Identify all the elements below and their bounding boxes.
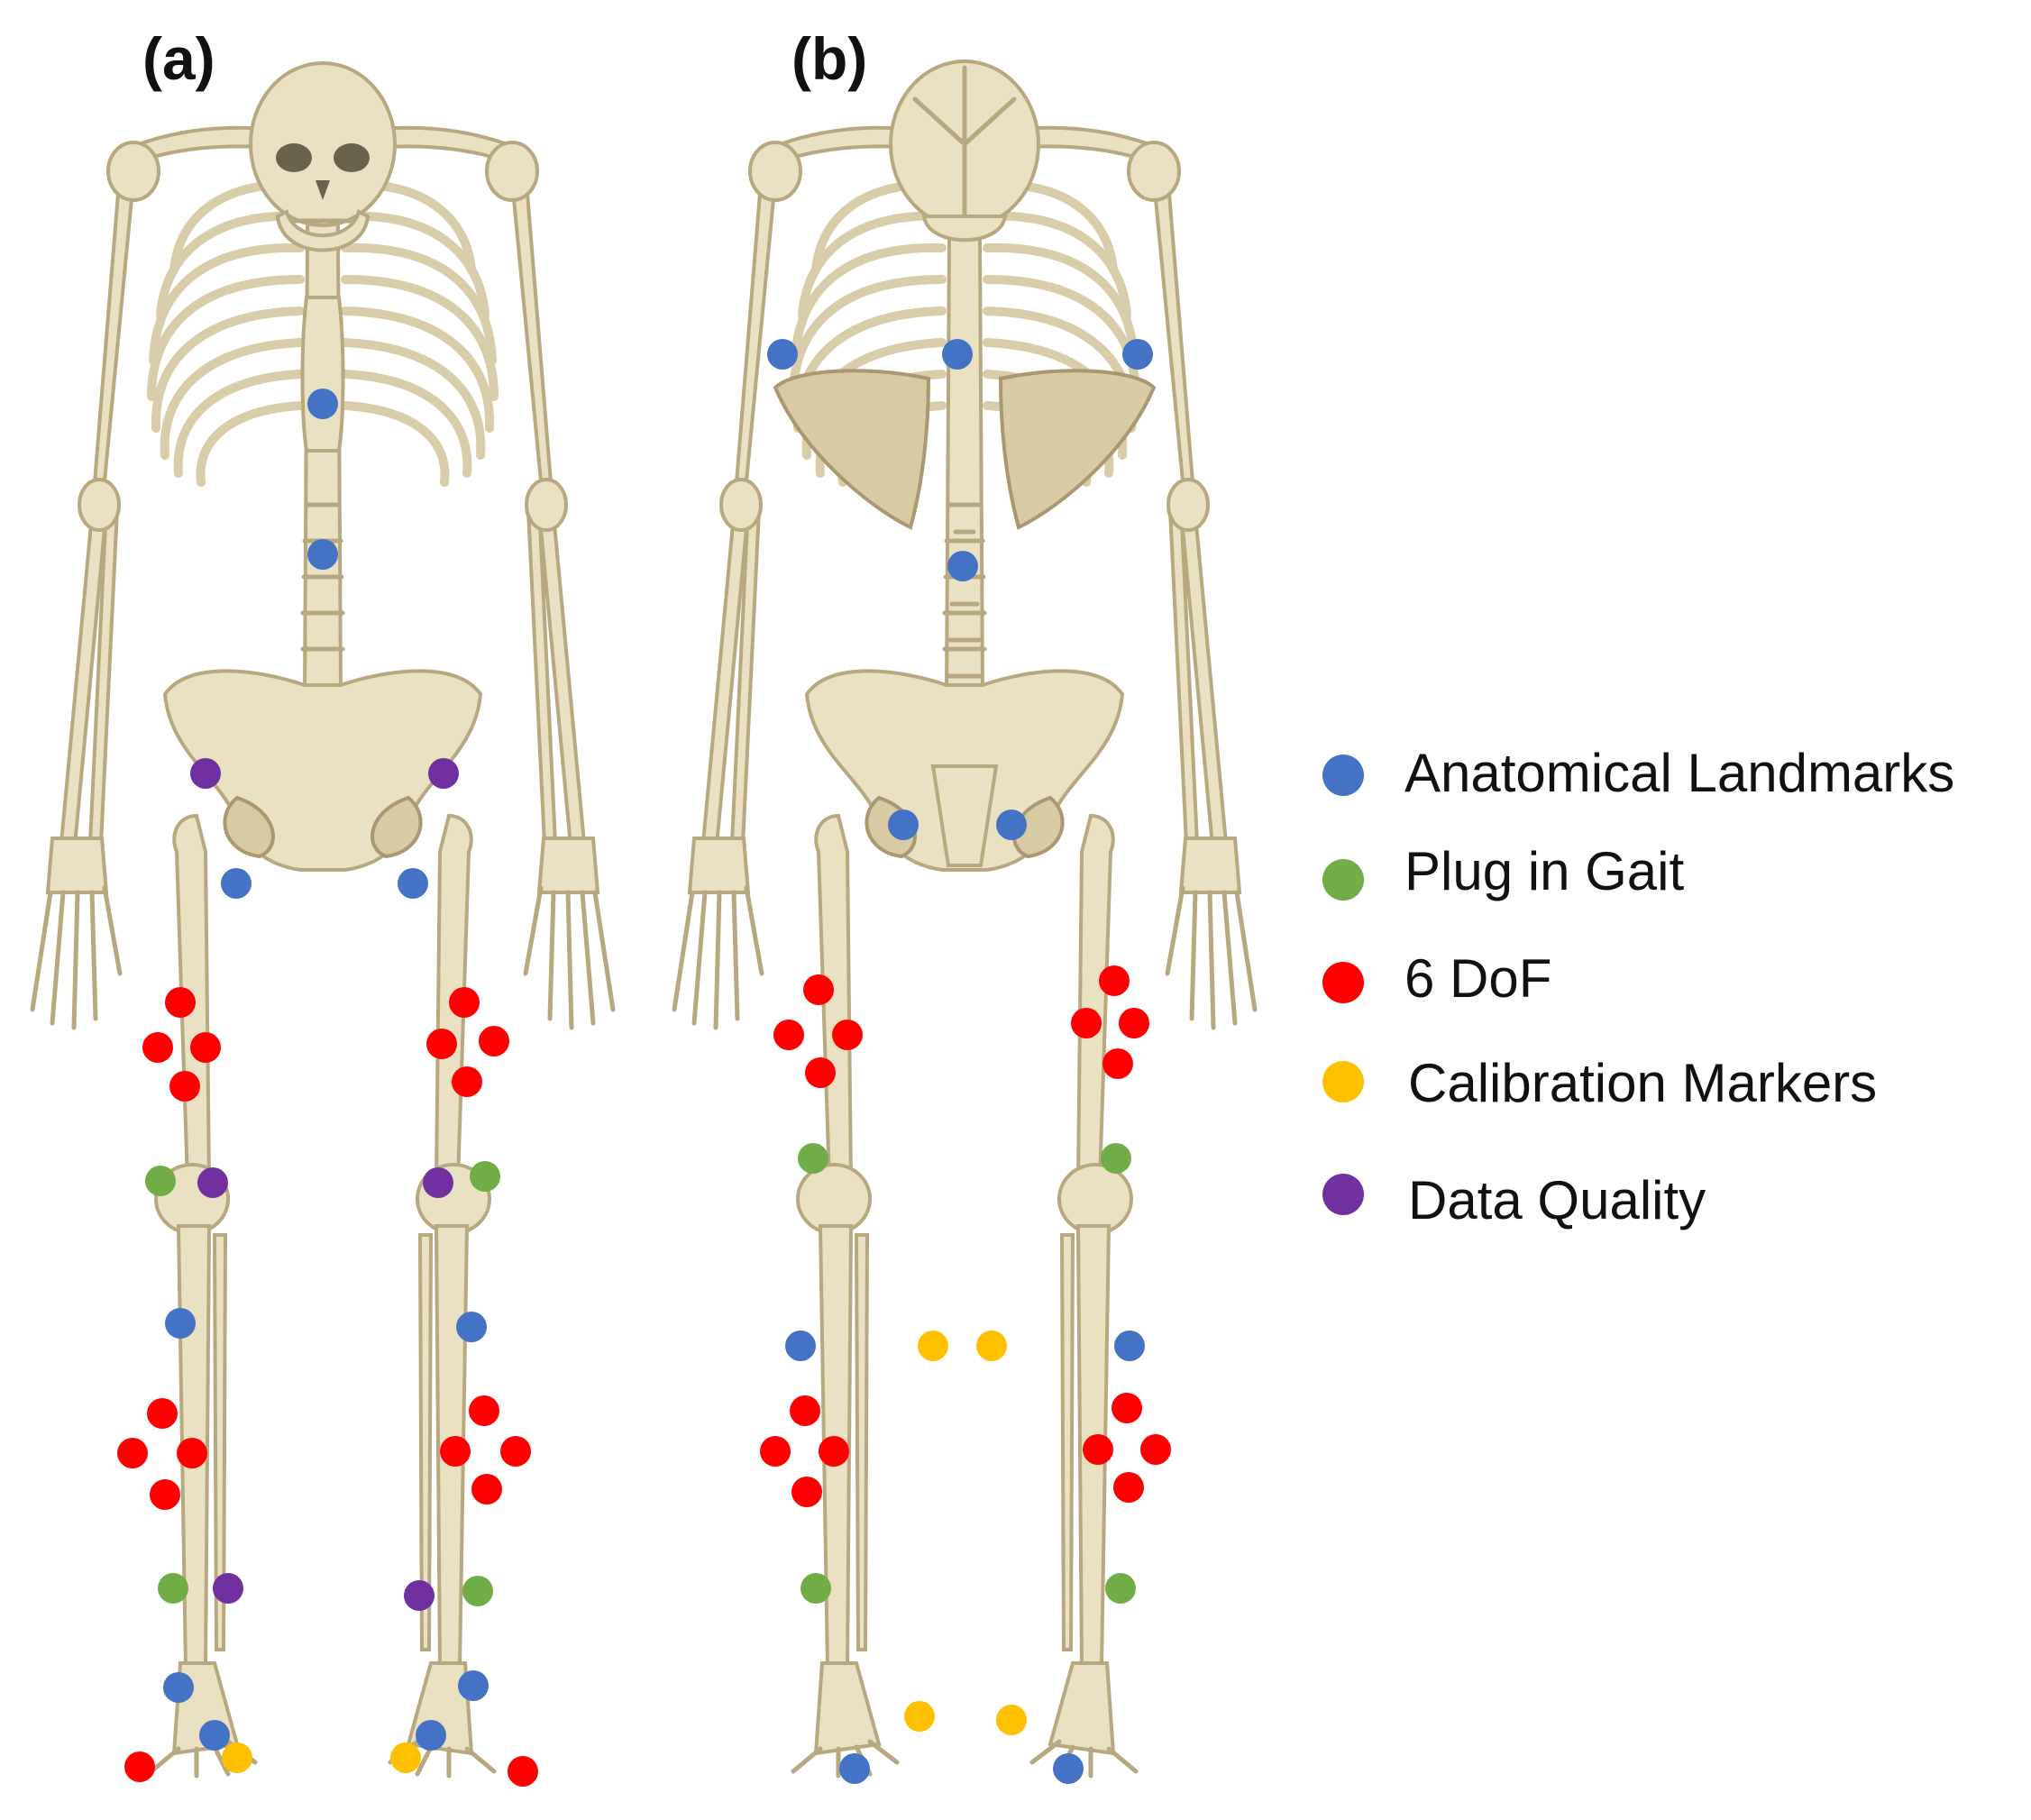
posterior-anatomical-landmark-marker-32 [839, 1753, 870, 1784]
anterior-six-dof-marker-24 [469, 1395, 499, 1426]
legend: Anatomical Landmarks Plug in Gait 6 DoF … [1322, 743, 1954, 1230]
posterior-six-dof-marker-23 [791, 1477, 822, 1507]
posterior-six-dof-marker-22 [819, 1436, 849, 1467]
posterior-calibration-marker-marker-17 [918, 1331, 948, 1361]
anterior-six-dof-marker-21 [117, 1438, 148, 1468]
legend-label-calibration-markers: Calibration Markers [1408, 1053, 1877, 1113]
posterior-calibration-marker-marker-31 [996, 1705, 1027, 1735]
posterior-anatomical-landmark-marker-3 [947, 551, 978, 581]
posterior-plug-in-gait-marker-28 [801, 1573, 831, 1604]
posterior-plug-in-gait-marker-29 [1105, 1573, 1136, 1604]
posterior-anatomical-landmark-marker-4 [888, 809, 919, 840]
anterior-anatomical-landmark-marker-32 [163, 1672, 194, 1703]
anterior-six-dof-marker-10 [449, 987, 480, 1018]
anterior-six-dof-marker-38 [124, 1751, 155, 1782]
posterior-six-dof-marker-12 [1119, 1008, 1149, 1038]
anterior-six-dof-marker-6 [165, 987, 196, 1018]
anterior-plug-in-gait-marker-28 [158, 1573, 188, 1604]
sternum [300, 296, 345, 453]
posterior-calibration-marker-marker-30 [904, 1701, 935, 1732]
anterior-calibration-marker-marker-37 [390, 1742, 421, 1773]
anterior-six-dof-marker-26 [500, 1436, 531, 1467]
posterior-anatomical-landmark-marker-1 [942, 339, 973, 370]
posterior-six-dof-marker-26 [1140, 1434, 1171, 1465]
posterior-anatomical-landmark-marker-2 [1122, 339, 1153, 370]
anterior-six-dof-marker-20 [147, 1398, 178, 1429]
posterior-six-dof-marker-11 [1071, 1008, 1102, 1038]
posterior-six-dof-marker-9 [805, 1057, 836, 1088]
posterior-six-dof-marker-25 [1083, 1434, 1113, 1465]
anterior-six-dof-marker-12 [426, 1029, 457, 1059]
posterior-anatomical-landmark-marker-33 [1053, 1753, 1084, 1784]
legend-label-6-dof: 6 DoF [1404, 948, 1551, 1009]
left-scapula [773, 369, 931, 530]
anterior-anatomical-landmark-marker-34 [199, 1720, 230, 1751]
legend-label-plug-in-gait: Plug in Gait [1404, 841, 1684, 901]
posterior-plug-in-gait-marker-15 [1101, 1143, 1131, 1174]
posterior-skeleton [674, 59, 1255, 1776]
anterior-plug-in-gait-marker-31 [462, 1576, 493, 1606]
anterior-data-quality-marker-29 [213, 1573, 243, 1604]
anterior-six-dof-marker-22 [177, 1438, 207, 1468]
posterior-six-dof-marker-24 [1112, 1393, 1142, 1423]
posterior-six-dof-marker-13 [1102, 1048, 1133, 1079]
anterior-anatomical-landmark-marker-18 [165, 1308, 196, 1339]
legend-swatch-plug-in-gait [1322, 859, 1364, 901]
posterior-calibration-marker-marker-18 [976, 1331, 1007, 1361]
anterior-six-dof-marker-11 [479, 1026, 509, 1056]
anterior-anatomical-landmark-marker-5 [398, 868, 428, 899]
marker-layer [117, 339, 1171, 1787]
anterior-anatomical-landmark-marker-0 [307, 389, 338, 419]
posterior-six-dof-marker-6 [803, 974, 834, 1005]
anterior-skeleton [32, 61, 613, 1776]
posterior-plug-in-gait-marker-14 [798, 1143, 828, 1174]
anterior-data-quality-marker-16 [423, 1167, 453, 1198]
anterior-six-dof-marker-9 [169, 1071, 200, 1102]
anterior-anatomical-landmark-marker-19 [456, 1312, 487, 1342]
anterior-plug-in-gait-marker-14 [145, 1166, 176, 1196]
anterior-data-quality-marker-3 [428, 758, 459, 789]
anterior-data-quality-marker-2 [190, 758, 221, 789]
posterior-anatomical-landmark-marker-0 [767, 339, 798, 370]
anterior-six-dof-marker-25 [440, 1436, 471, 1467]
posterior-six-dof-marker-8 [832, 1020, 863, 1050]
anterior-six-dof-marker-8 [190, 1032, 221, 1063]
right-scapula [998, 369, 1157, 530]
anterior-anatomical-landmark-marker-1 [307, 539, 338, 570]
anterior-calibration-marker-marker-36 [222, 1742, 252, 1773]
anterior-six-dof-marker-23 [150, 1479, 180, 1510]
posterior-six-dof-marker-27 [1113, 1472, 1144, 1503]
panel-label-a: (a) [142, 25, 215, 92]
posterior-anatomical-landmark-marker-19 [1114, 1331, 1145, 1361]
anterior-anatomical-landmark-marker-33 [458, 1670, 489, 1701]
anterior-six-dof-marker-27 [471, 1474, 502, 1504]
anterior-data-quality-marker-15 [197, 1167, 228, 1198]
legend-swatch-anatomical-landmarks [1322, 755, 1364, 796]
posterior-six-dof-marker-21 [760, 1436, 791, 1467]
legend-swatch-calibration-markers [1322, 1061, 1364, 1102]
posterior-six-dof-marker-10 [1099, 965, 1130, 996]
posterior-anatomical-landmark-marker-16 [785, 1331, 816, 1361]
anterior-skull [249, 61, 397, 252]
legend-label-anatomical-landmarks: Anatomical Landmarks [1404, 743, 1954, 803]
panel-label-b: (b) [791, 25, 867, 92]
anterior-six-dof-marker-7 [142, 1032, 173, 1063]
anterior-six-dof-marker-39 [508, 1756, 538, 1787]
anterior-six-dof-marker-13 [452, 1066, 482, 1097]
anterior-data-quality-marker-30 [404, 1580, 435, 1611]
anterior-anatomical-landmark-marker-35 [416, 1720, 446, 1751]
posterior-six-dof-marker-7 [773, 1020, 804, 1050]
sacrum [930, 764, 999, 867]
posterior-anatomical-landmark-marker-5 [996, 809, 1027, 840]
anterior-plug-in-gait-marker-17 [470, 1161, 500, 1192]
legend-swatch-6-dof [1322, 962, 1364, 1003]
posterior-six-dof-marker-20 [790, 1395, 820, 1426]
legend-label-data-quality: Data Quality [1408, 1170, 1706, 1230]
anterior-anatomical-landmark-marker-4 [221, 868, 252, 899]
posterior-skull [889, 59, 1040, 242]
legend-swatch-data-quality [1322, 1174, 1364, 1215]
